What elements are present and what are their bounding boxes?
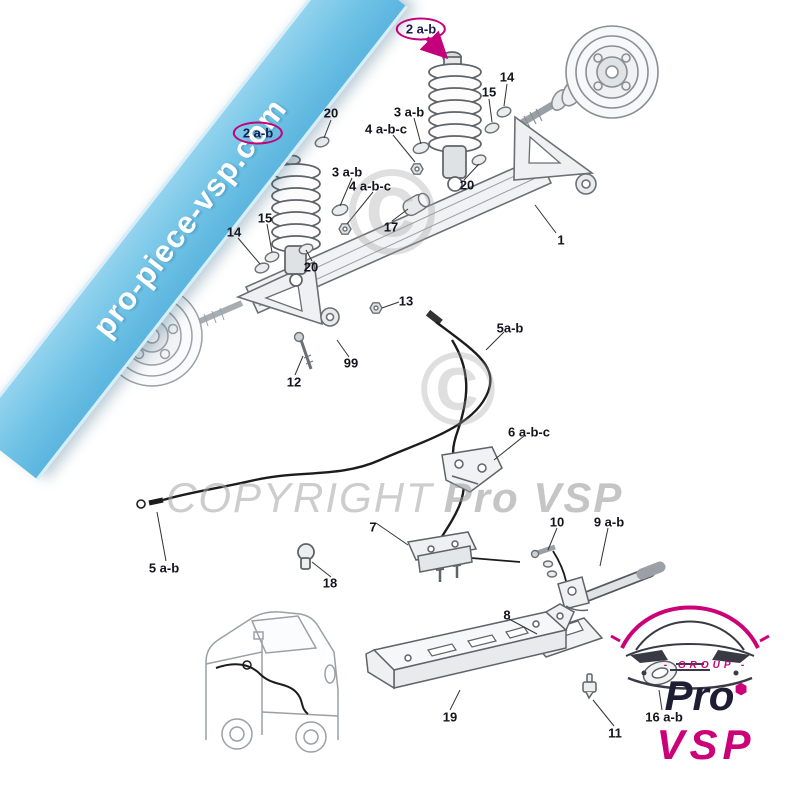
right-brake-hub bbox=[518, 25, 659, 129]
cable-guide-bracket bbox=[441, 446, 503, 493]
handbrake-lever bbox=[557, 561, 666, 612]
support-channel bbox=[365, 603, 575, 690]
logo-pro-text: Pro bbox=[664, 672, 735, 719]
leader-lines bbox=[156, 83, 663, 727]
cable-clip bbox=[297, 543, 315, 570]
logo-group-line: - GROUP - bbox=[663, 660, 749, 671]
fasteners-washers bbox=[254, 106, 512, 370]
van-sketch bbox=[205, 611, 339, 753]
hexagon-icon: ⬢ bbox=[734, 681, 748, 698]
logo-car-sketch bbox=[610, 605, 770, 690]
logo-pro-line: Pro⬢ bbox=[630, 671, 782, 725]
clevis-pin-set bbox=[530, 544, 558, 578]
provsp-logo: - GROUP - Pro⬢ VSP bbox=[630, 660, 782, 768]
axle-beam bbox=[235, 115, 597, 327]
grommet bbox=[582, 673, 597, 700]
equalizer-bracket bbox=[406, 531, 478, 582]
right-shock-absorber bbox=[428, 51, 482, 192]
gaiter-boot bbox=[642, 660, 678, 686]
handbrake-cables bbox=[136, 309, 567, 582]
logo-vsp-text: VSP bbox=[656, 721, 756, 768]
